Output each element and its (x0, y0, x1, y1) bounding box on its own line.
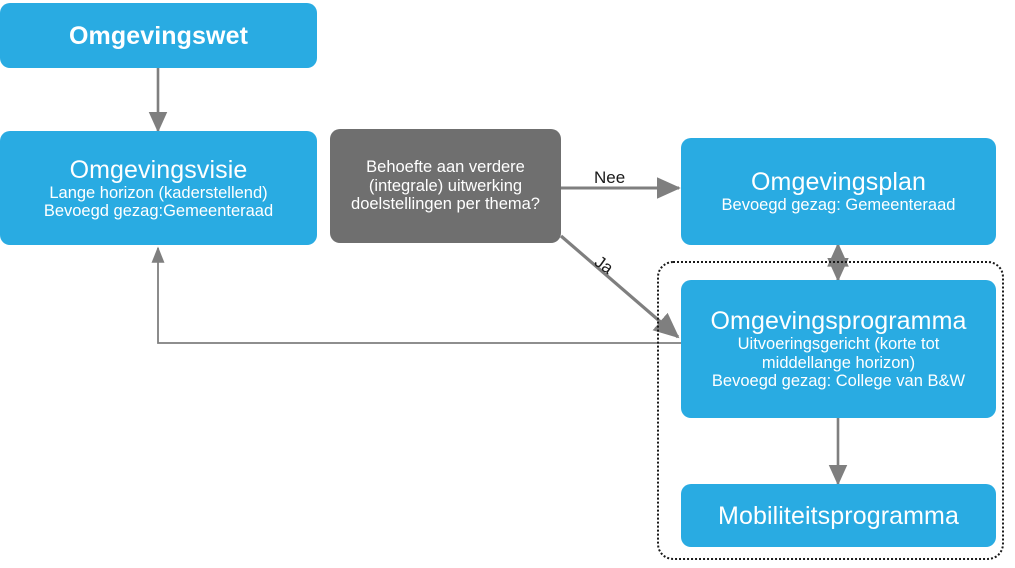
node-omgevingswet[interactable]: Omgevingswet (0, 3, 317, 68)
edge-label-nee: Nee (594, 168, 626, 187)
node-omgevingsprogramma-subtitle-1: Uitvoeringsgericht (korte tot (737, 335, 940, 354)
node-omgevingsprogramma-title: Omgevingsprogramma (710, 307, 967, 336)
node-omgevingsvisie-subtitle-1: Lange horizon (kaderstellend) (49, 183, 268, 202)
node-mobiliteitsprogramma[interactable]: Mobiliteitsprogramma (681, 484, 996, 547)
node-decision-line-1: Behoefte aan verdere (366, 158, 525, 177)
node-omgevingsplan[interactable]: Omgevingsplan Bevoegd gezag: Gemeenteraa… (681, 138, 996, 245)
node-decision-line-3: doelstellingen per thema? (351, 195, 540, 214)
node-omgevingswet-title: Omgevingswet (68, 21, 249, 50)
programma-group-container (657, 261, 1004, 560)
node-decision-line-2: (integrale) uitwerking (368, 176, 523, 195)
node-omgevingsplan-subtitle-1: Bevoegd gezag: Gemeenteraad (721, 196, 956, 215)
node-omgevingsplan-title: Omgevingsplan (750, 168, 926, 197)
node-omgevingsvisie[interactable]: Omgevingsvisie Lange horizon (kaderstell… (0, 131, 317, 245)
node-omgevingsprogramma-subtitle-2: middellange horizon) (761, 353, 916, 372)
node-omgevingsvisie-title: Omgevingsvisie (69, 155, 248, 184)
node-omgevingsprogramma-subtitle-3: Bevoegd gezag: College van B&W (711, 372, 966, 391)
node-omgevingsvisie-subtitle-2: Bevoegd gezag:Gemeenteraad (43, 202, 274, 220)
node-mobiliteitsprogramma-title: Mobiliteitsprogramma (718, 501, 959, 530)
node-decision-behoefte[interactable]: Behoefte aan verdere (integrale) uitwerk… (330, 129, 561, 243)
edge-feedback-to-omgevingsvisie (151, 246, 683, 344)
node-omgevingsprogramma[interactable]: Omgevingsprogramma Uitvoeringsgericht (k… (681, 280, 996, 418)
